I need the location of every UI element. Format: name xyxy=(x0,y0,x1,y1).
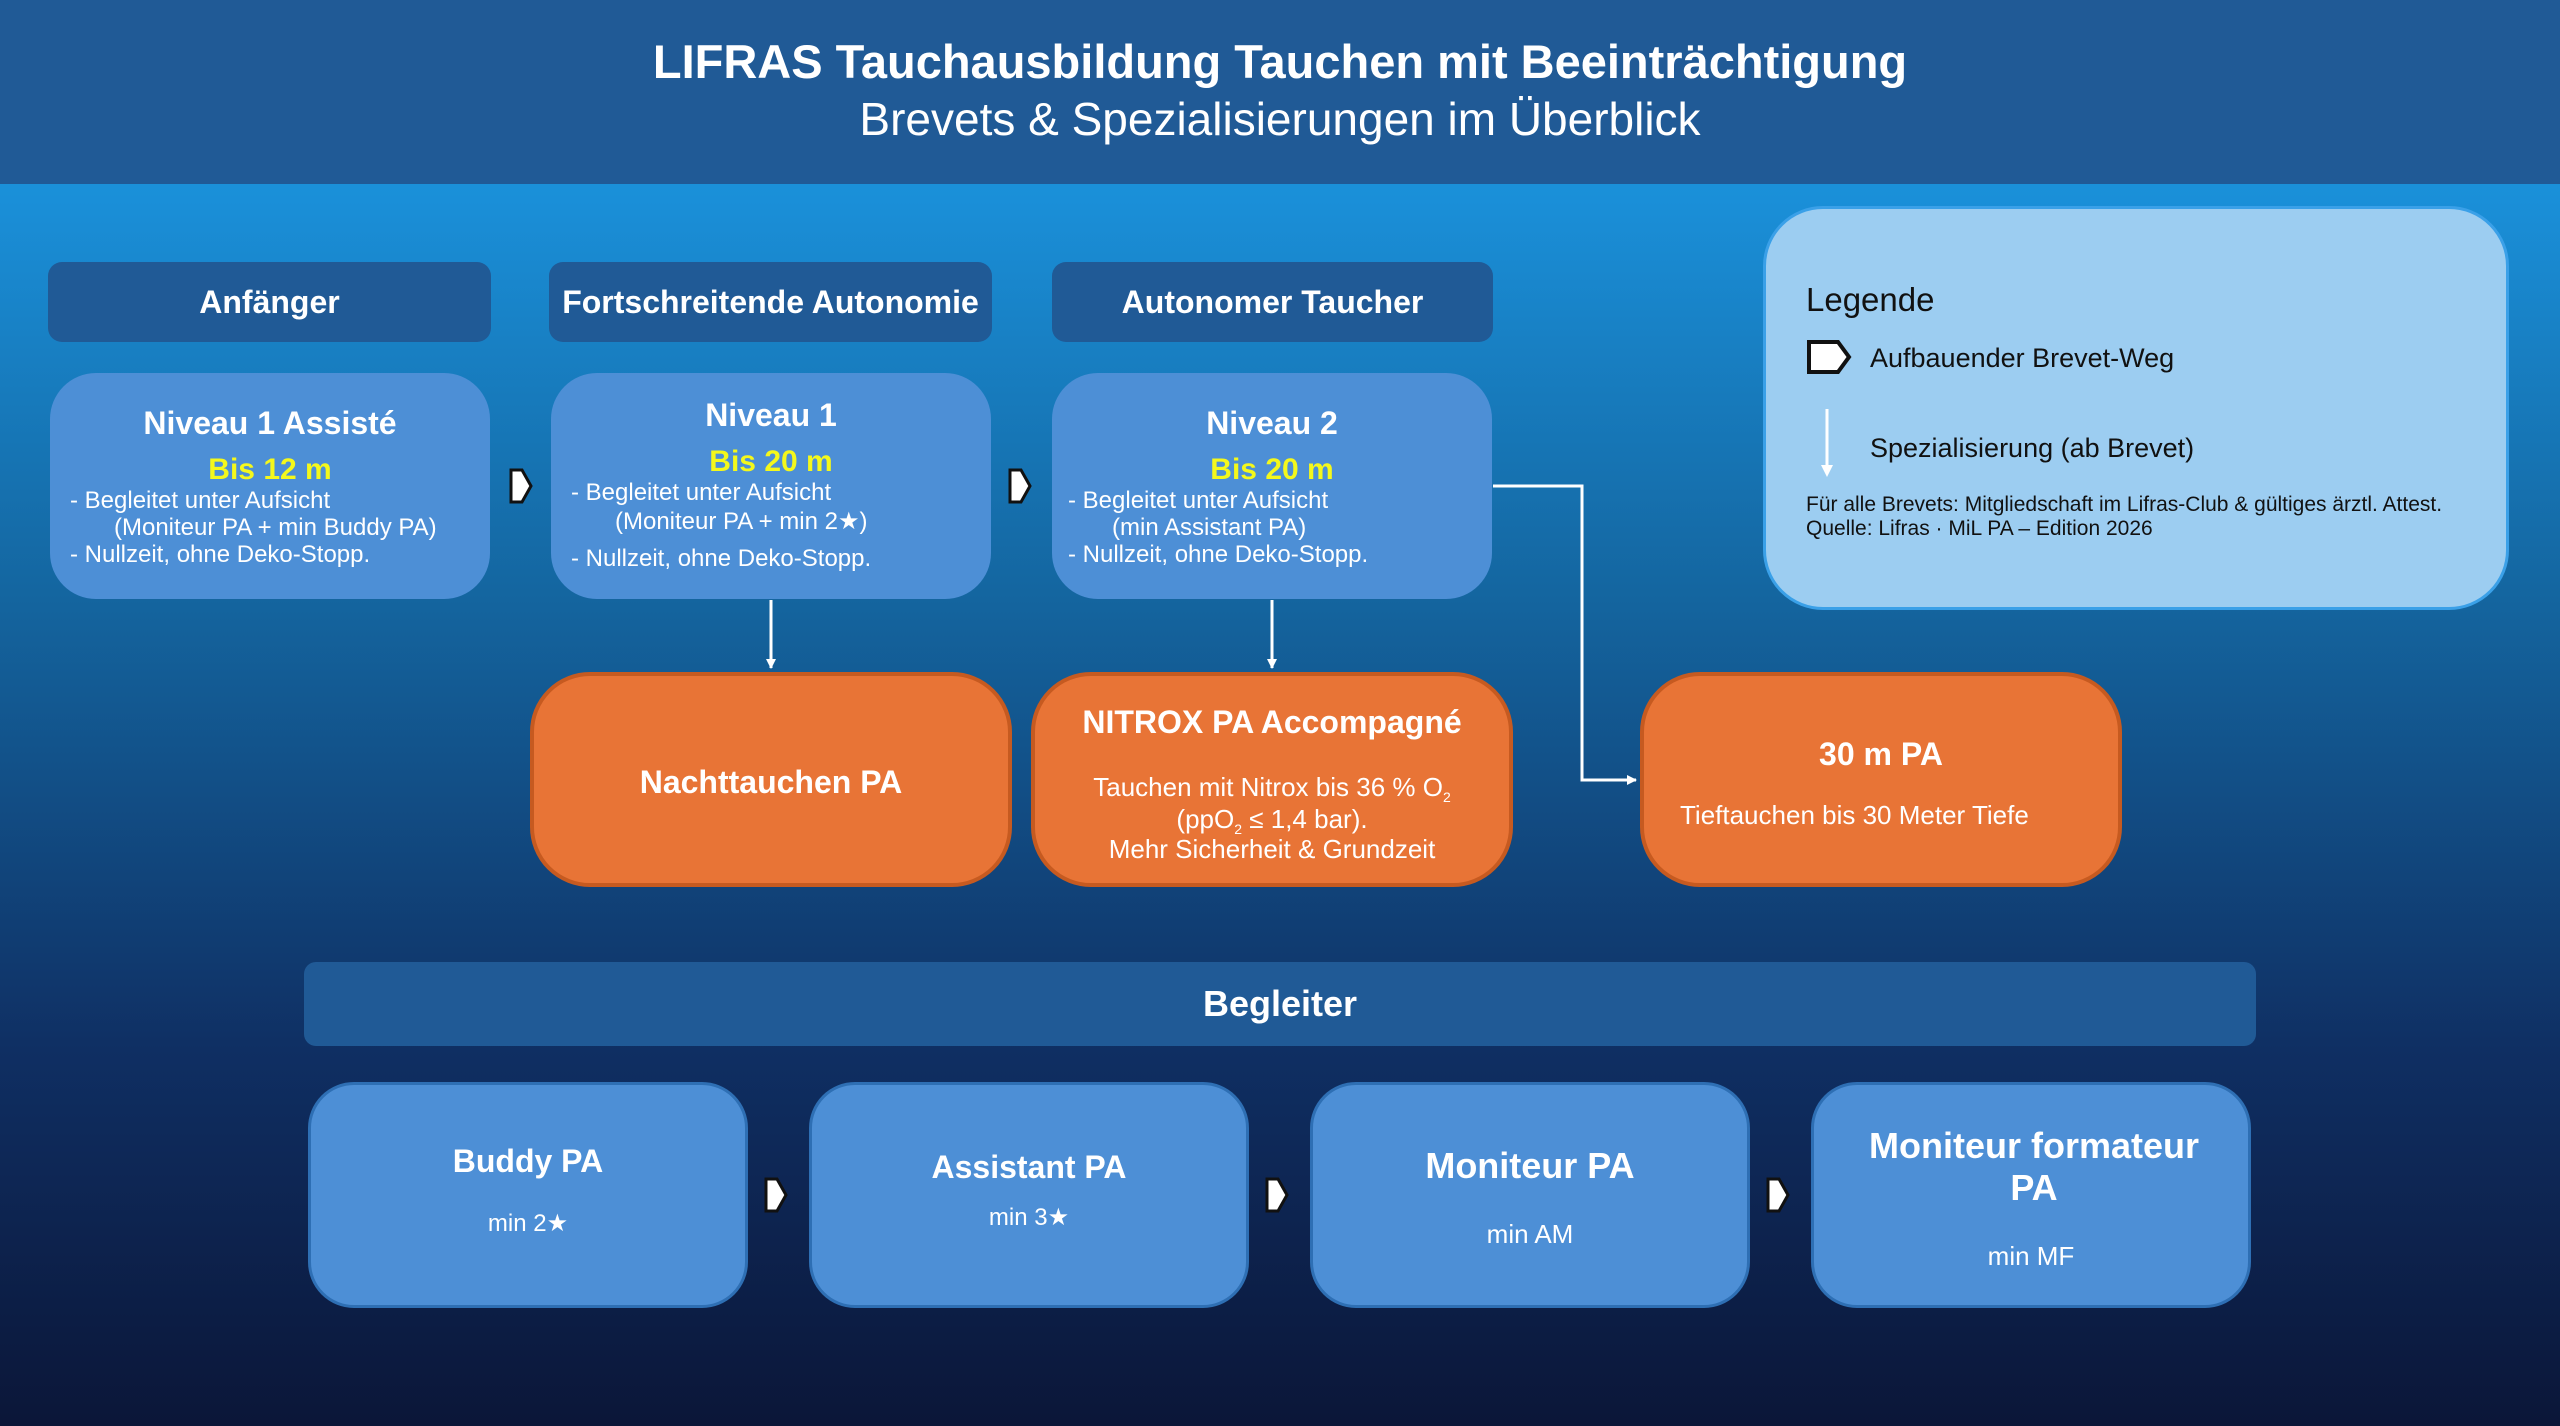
specialization-30m-pa: 30 m PA Tieftauchen bis 30 Meter Tiefe xyxy=(1640,672,2122,887)
begleiter-box-moniteur-formateur-pa: Moniteur formateur PA min MF xyxy=(1811,1082,2251,1308)
level-box-niveau-1-assiste: Niveau 1 Assisté Bis 12 m - Begleitet un… xyxy=(50,373,490,599)
level-box-niveau-2: Niveau 2 Bis 20 m - Begleitet unter Aufs… xyxy=(1052,373,1492,599)
begleiter-requirement: min 3★ xyxy=(988,1204,1070,1231)
level-detail-line: - Begleitet unter Aufsicht xyxy=(1068,487,1329,514)
legend-spec-label: Spezialisierung (ab Brevet) xyxy=(1870,433,2195,463)
specialization-detail-line: (ppO2 ≤ 1,4 bar). xyxy=(1176,804,1368,838)
begleiter-requirement: min AM xyxy=(1486,1219,1574,1249)
level-box-niveau-1: Niveau 1 Bis 20 m - Begleitet unter Aufs… xyxy=(551,373,991,599)
level-title: Niveau 1 Assisté xyxy=(143,405,397,441)
column-header-anfaenger: Anfänger xyxy=(48,262,491,342)
legend-box: Legende Aufbauender Brevet-Weg Spezialis… xyxy=(1763,206,2509,610)
specialization-detail-line: Tieftauchen bis 30 Meter Tiefe xyxy=(1680,800,2029,830)
begleiter-title: Moniteur PA xyxy=(1425,1145,1635,1186)
column-header-fortschreitende-autonomie: Fortschreitende Autonomie xyxy=(549,262,992,342)
specialization-detail-line: Mehr Sicherheit & Grundzeit xyxy=(1108,834,1436,864)
begleiter-title: Moniteur formateur PA xyxy=(1868,1125,2199,1208)
specialization-nachttauchen-pa: Nachttauchen PA xyxy=(530,672,1012,887)
page-header: LIFRAS Tauchausbildung Tauchen mit Beein… xyxy=(0,0,2560,184)
specialization-nitrox-pa: NITROX PA Accompagné Tauchen mit Nitrox … xyxy=(1031,672,1513,887)
begleiter-header: Begleiter xyxy=(304,962,2256,1046)
legend-heading: Legende xyxy=(1806,281,1935,318)
legend-source: Quelle: Lifras · MiL PA – Edition 2026 xyxy=(1806,517,2153,540)
begleiter-requirement: min MF xyxy=(1987,1241,2075,1271)
level-depth: Bis 20 m xyxy=(709,445,833,478)
legend-path-label: Aufbauender Brevet-Weg xyxy=(1870,343,2175,373)
level-title: Niveau 2 xyxy=(1206,405,1338,441)
begleiter-title: Assistant PA xyxy=(931,1149,1127,1185)
level-depth: Bis 12 m xyxy=(208,453,332,486)
begleiter-box-moniteur-pa: Moniteur PA min AM xyxy=(1310,1082,1750,1308)
progression-arrow-icon xyxy=(1265,1177,1289,1213)
begleiter-title: Buddy PA xyxy=(452,1143,604,1179)
column-header-autonomer-taucher: Autonomer Taucher xyxy=(1052,262,1493,342)
specialization-detail-line: Tauchen mit Nitrox bis 36 % O2 xyxy=(1093,772,1451,806)
begleiter-box-assistant-pa: Assistant PA min 3★ xyxy=(809,1082,1249,1308)
specialization-title: Nachttauchen PA xyxy=(639,764,903,800)
progression-arrow-icon xyxy=(1008,468,1032,504)
specialization-title: 30 m PA xyxy=(1819,736,1943,772)
level-detail-line: - Nullzeit, ohne Deko-Stopp. xyxy=(1068,541,1369,568)
level-detail-line: (min Assistant PA) xyxy=(1112,514,1307,541)
specialization-arrow-icon xyxy=(1821,409,1833,477)
specialization-arrow-icon xyxy=(1493,484,1637,785)
path-chevron-icon xyxy=(1807,340,1852,374)
level-detail-line: (Moniteur PA + min 2★) xyxy=(615,508,868,535)
level-detail-line: - Begleitet unter Aufsicht xyxy=(70,487,331,514)
level-depth: Bis 20 m xyxy=(1210,453,1334,486)
level-detail-line: (Moniteur PA + min Buddy PA) xyxy=(114,514,437,541)
begleiter-box-buddy-pa: Buddy PA min 2★ xyxy=(308,1082,748,1308)
legend-note: Für alle Brevets: Mitgliedschaft im Lifr… xyxy=(1806,493,2443,516)
begleiter-requirement: min 2★ xyxy=(487,1210,569,1237)
page-subtitle: Brevets & Spezialisierungen im Überblick xyxy=(859,93,1701,145)
page-title: LIFRAS Tauchausbildung Tauchen mit Beein… xyxy=(652,35,1908,88)
level-detail-line: - Begleitet unter Aufsicht xyxy=(571,479,832,506)
level-title: Niveau 1 xyxy=(705,397,837,433)
progression-arrow-icon xyxy=(1766,1177,1790,1213)
specialization-title: NITROX PA Accompagné xyxy=(1082,704,1462,740)
progression-arrow-icon xyxy=(764,1177,788,1213)
progression-arrow-icon xyxy=(509,468,533,504)
level-detail-line: - Nullzeit, ohne Deko-Stopp. xyxy=(70,541,371,568)
level-detail-line: - Nullzeit, ohne Deko-Stopp. xyxy=(571,545,872,572)
